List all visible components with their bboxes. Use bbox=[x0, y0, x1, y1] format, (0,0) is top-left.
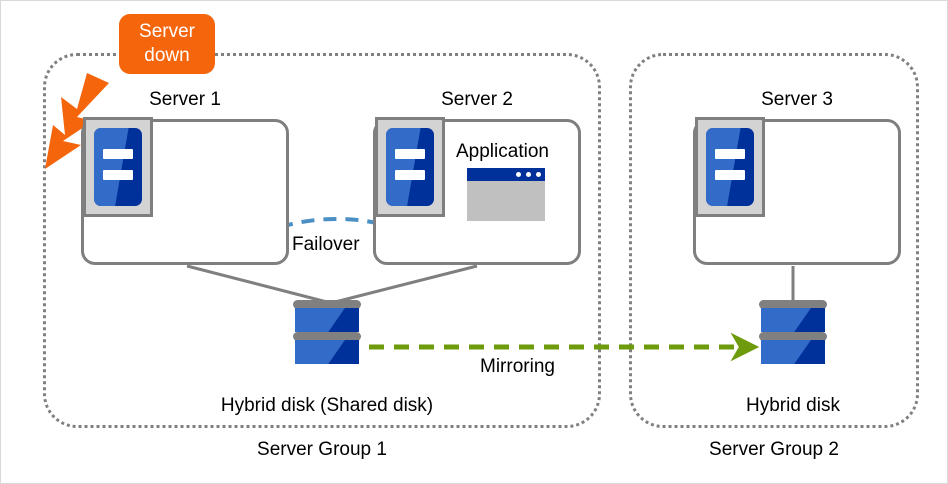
disk-platter-bottom bbox=[761, 340, 825, 364]
server-1-title: Server 1 bbox=[149, 89, 221, 110]
hybrid-shared-disk-label: Hybrid disk (Shared disk) bbox=[220, 395, 434, 416]
server-icon-bar-bottom bbox=[103, 170, 133, 180]
server-2-title: Server 2 bbox=[441, 89, 513, 110]
server-3-title: Server 3 bbox=[761, 89, 833, 110]
server-1-machine-icon bbox=[83, 117, 153, 217]
disk-platter-sheen bbox=[295, 308, 345, 332]
server-group-2-label: Server Group 2 bbox=[709, 439, 839, 460]
application-label: Application bbox=[456, 141, 549, 162]
application-window-dot-1 bbox=[516, 172, 521, 177]
disk-platter-sheen bbox=[761, 308, 811, 332]
disk-platter-top bbox=[295, 308, 359, 332]
disk-cap-middle bbox=[293, 332, 361, 341]
server-down-line1: Server bbox=[139, 21, 195, 42]
server-icon-bar-top bbox=[715, 149, 745, 159]
application-window-dot-3 bbox=[536, 172, 541, 177]
server-3-machine-icon bbox=[695, 117, 765, 217]
disk-platter-bottom bbox=[295, 340, 359, 364]
disk-cap-top bbox=[759, 300, 827, 309]
disk-platter-sheen bbox=[295, 340, 345, 364]
server-group-1-boundary bbox=[43, 53, 601, 428]
hybrid-shared-disk-icon bbox=[293, 300, 361, 368]
hybrid-mirror-disk-label: Hybrid disk bbox=[746, 395, 840, 416]
server-icon-sheen bbox=[386, 128, 421, 206]
application-window-titlebar bbox=[467, 168, 545, 181]
mirroring-label: Mirroring bbox=[480, 356, 555, 377]
disk-cap-middle bbox=[759, 332, 827, 341]
server-icon-bar-top bbox=[103, 149, 133, 159]
server-icon-bar-bottom bbox=[395, 170, 425, 180]
server-icon-body bbox=[706, 128, 754, 206]
disk-platter-sheen bbox=[761, 340, 811, 364]
server-2-machine-icon bbox=[375, 117, 445, 217]
disk-platter-top bbox=[761, 308, 825, 332]
application-window-dot-2 bbox=[526, 172, 531, 177]
application-window-icon bbox=[467, 168, 545, 221]
disk-cap-top bbox=[293, 300, 361, 309]
server-group-1-label: Server Group 1 bbox=[257, 439, 387, 460]
server-down-badge: Server down bbox=[119, 14, 215, 74]
server-down-line2: down bbox=[144, 45, 190, 66]
server-icon-bar-top bbox=[395, 149, 425, 159]
server-icon-bar-bottom bbox=[715, 170, 745, 180]
server-icon-sheen bbox=[706, 128, 741, 206]
server-icon-sheen bbox=[94, 128, 129, 206]
server-icon-body bbox=[94, 128, 142, 206]
server-group-2-boundary bbox=[629, 53, 919, 428]
server-icon-body bbox=[386, 128, 434, 206]
failover-label: Failover bbox=[292, 234, 360, 255]
hybrid-mirror-disk-icon bbox=[759, 300, 827, 368]
